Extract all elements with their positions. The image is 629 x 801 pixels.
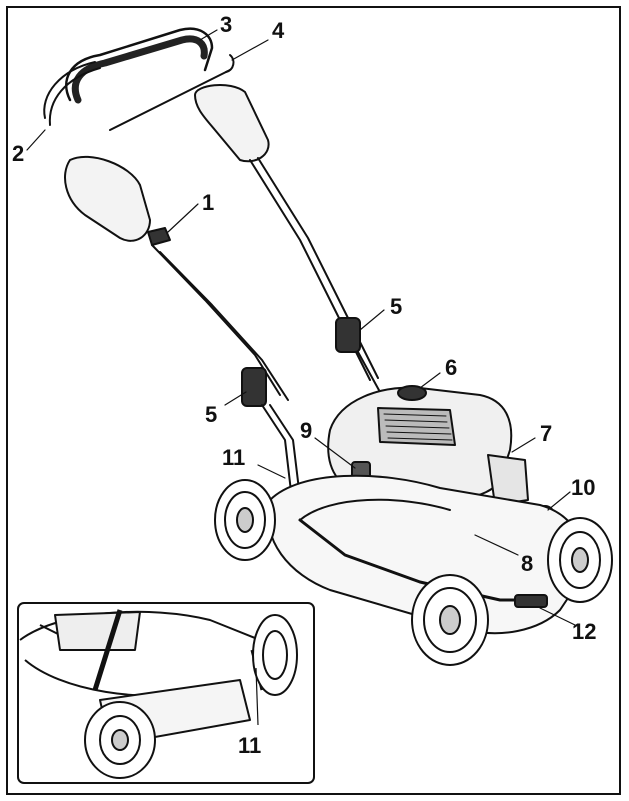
- callout-6: 6: [445, 355, 458, 380]
- fuel-cap: [397, 385, 427, 401]
- handle-adjuster-right: [335, 317, 361, 353]
- callout-9: 9: [300, 418, 313, 443]
- inset-drawing: [19, 609, 298, 779]
- front-left-wheel: [411, 574, 489, 666]
- handle-grip: [71, 35, 208, 104]
- callout-5-left: 5: [205, 402, 218, 427]
- rear-bar: [298, 518, 542, 602]
- callout-11-main: 11: [222, 445, 246, 470]
- control-bail: [109, 69, 231, 131]
- callout-1: 1: [202, 190, 215, 215]
- callout-11-inset: 11: [238, 733, 262, 758]
- inset-rear-wheel: [252, 614, 298, 696]
- callout-7: 7: [540, 421, 553, 446]
- left-handle-pod: [64, 155, 151, 242]
- callout-12: 12: [572, 619, 597, 644]
- callout-3: 3: [220, 12, 233, 37]
- front-right-wheel: [547, 517, 613, 603]
- air-filter: [487, 454, 529, 506]
- callout-10: 10: [571, 475, 596, 500]
- callout-8: 8: [521, 551, 534, 576]
- left-handlebar: [151, 244, 281, 396]
- rear-left-wheel: [214, 479, 276, 561]
- right-handle-pod: [194, 84, 270, 163]
- callout-5-right: 5: [390, 294, 403, 319]
- handle-adjuster-left: [241, 367, 267, 407]
- callout-2: 2: [12, 141, 25, 166]
- throttle-lever: [147, 227, 171, 246]
- catcher-handle: [514, 594, 548, 608]
- callout-4: 4: [272, 18, 285, 43]
- handle-top-bar: [65, 27, 214, 102]
